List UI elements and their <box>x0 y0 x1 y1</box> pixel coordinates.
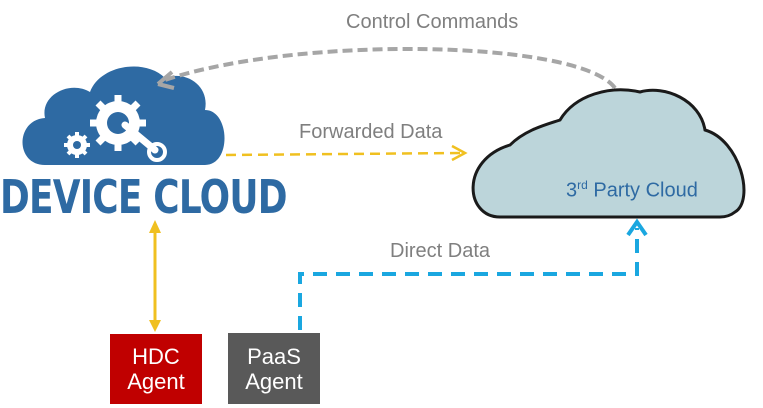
label-sup: rd <box>577 178 588 192</box>
forwarded-data-label: Forwarded Data <box>299 121 443 143</box>
small-gear-icon <box>64 132 90 158</box>
hdc-agent-box: HDC Agent <box>110 334 202 404</box>
third-party-cloud-label: 3rd Party Cloud <box>566 178 698 203</box>
device-cloud-title: DEVICE CLOUD <box>0 170 288 224</box>
gear-icon <box>90 95 146 151</box>
direct-data-arrow <box>298 228 639 330</box>
hdc-agent-line1: HDC <box>132 344 180 369</box>
direct-data-label: Direct Data <box>390 240 491 262</box>
paas-agent-box: PaaS Agent <box>228 333 320 404</box>
forwarded-data-arrow <box>225 151 463 157</box>
control-commands-arrow <box>164 46 617 90</box>
control-commands-label: Control Commands <box>346 11 519 33</box>
paas-agent-line2: Agent <box>245 368 303 394</box>
label-rest: Party Cloud <box>587 179 698 202</box>
label-prefix: 3 <box>566 179 578 202</box>
hdc-agent-line2: Agent <box>127 369 185 394</box>
paas-agent-line1: PaaS <box>247 343 301 369</box>
third-party-cloud-shape <box>471 88 746 219</box>
